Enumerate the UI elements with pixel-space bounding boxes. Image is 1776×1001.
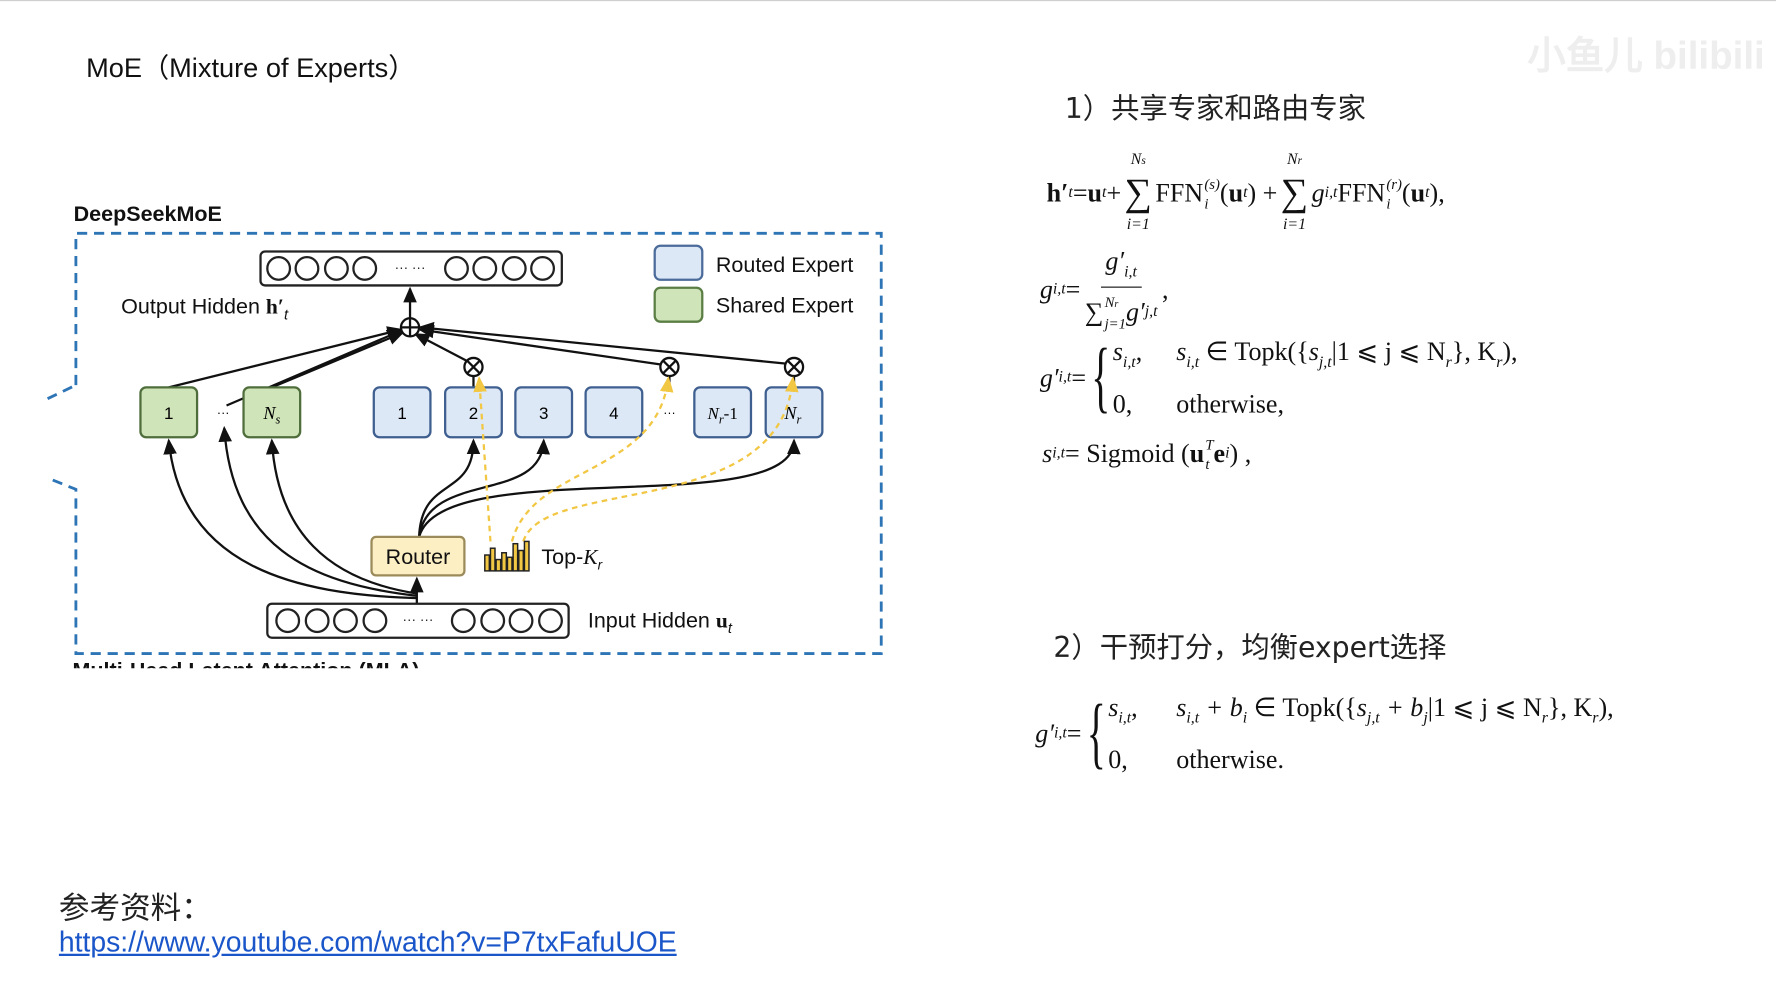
shared-expert-1: 1 [139,386,199,439]
svg-text:Router: Router [386,545,451,569]
legend-routed-swatch [653,244,704,281]
legend-shared-label: Shared Expert [716,294,854,318]
output-hidden-vector: ··· ··· [259,250,563,287]
topk-label: Top-Kr [541,545,602,573]
slide-title: MoE（Mixture of Experts） [86,53,416,84]
routed-expert-3: 3 [514,386,574,439]
legend-shared-swatch [653,286,704,323]
input-hidden-label: Input Hidden ut [588,609,733,638]
watermark: 小鱼儿 bilibili [1527,35,1765,79]
deepseekmoe-diagram: DeepSeekMoE Multi-Head Latent Attention … [46,202,883,679]
gating-weights [473,376,799,542]
top-divider [0,0,1776,2]
section1-title: 1）共享专家和路由专家 [1064,91,1366,125]
sum-node-icon [399,317,421,338]
svg-text:3: 3 [539,404,548,423]
shared-expert-ns: Ns [242,386,302,439]
routed-expert-nr: Nr [764,386,824,439]
output-dots: ··· ··· [395,260,426,275]
histogram-icon [484,540,530,572]
svg-text:Nr-1: Nr-1 [706,404,737,427]
section2-title: 2）干预打分，均衡expert选择 [1053,630,1447,664]
shared-ellipsis: ··· [217,406,229,420]
multiply-node-icon [463,356,805,378]
input-hidden-vector: ··· ··· [266,602,570,639]
routed-expert-4: 4 [584,386,644,439]
output-hidden-label: Output Hidden h′t [121,295,289,324]
routed-expert-2: 2 [444,386,503,439]
svg-text:4: 4 [609,404,618,423]
equation-topk-gate: g′i,t = { si,t, si,t ∈ Topk({sj,t|1 ⩽ j … [1039,334,1518,422]
reference-link[interactable]: https://www.youtube.com/watch?v=P7txFafu… [58,926,677,959]
svg-text:1: 1 [164,404,173,423]
svg-text:1: 1 [397,404,406,423]
legend-routed-label: Routed Expert [716,253,854,277]
routed-expert-1: 1 [372,386,432,439]
dashed-border [46,231,883,655]
routed-expert-nr-minus-1: Nr-1 [693,386,753,439]
references-label: 参考资料： [58,891,212,927]
equation-bias-topk-gate: g′i,t = { si,t, si,t + bi ∈ Topk({sj,t +… [1035,689,1614,778]
routed-ellipsis: ··· [663,406,675,420]
svg-text:2: 2 [469,404,478,423]
input-dots: ··· ··· [403,612,434,627]
mla-label: Multi-Head Latent Attention (MLA) [72,658,419,679]
diagram-label: DeepSeekMoE [74,202,222,226]
svg-text:Ns: Ns [262,403,280,427]
router-box: Router [370,535,466,577]
